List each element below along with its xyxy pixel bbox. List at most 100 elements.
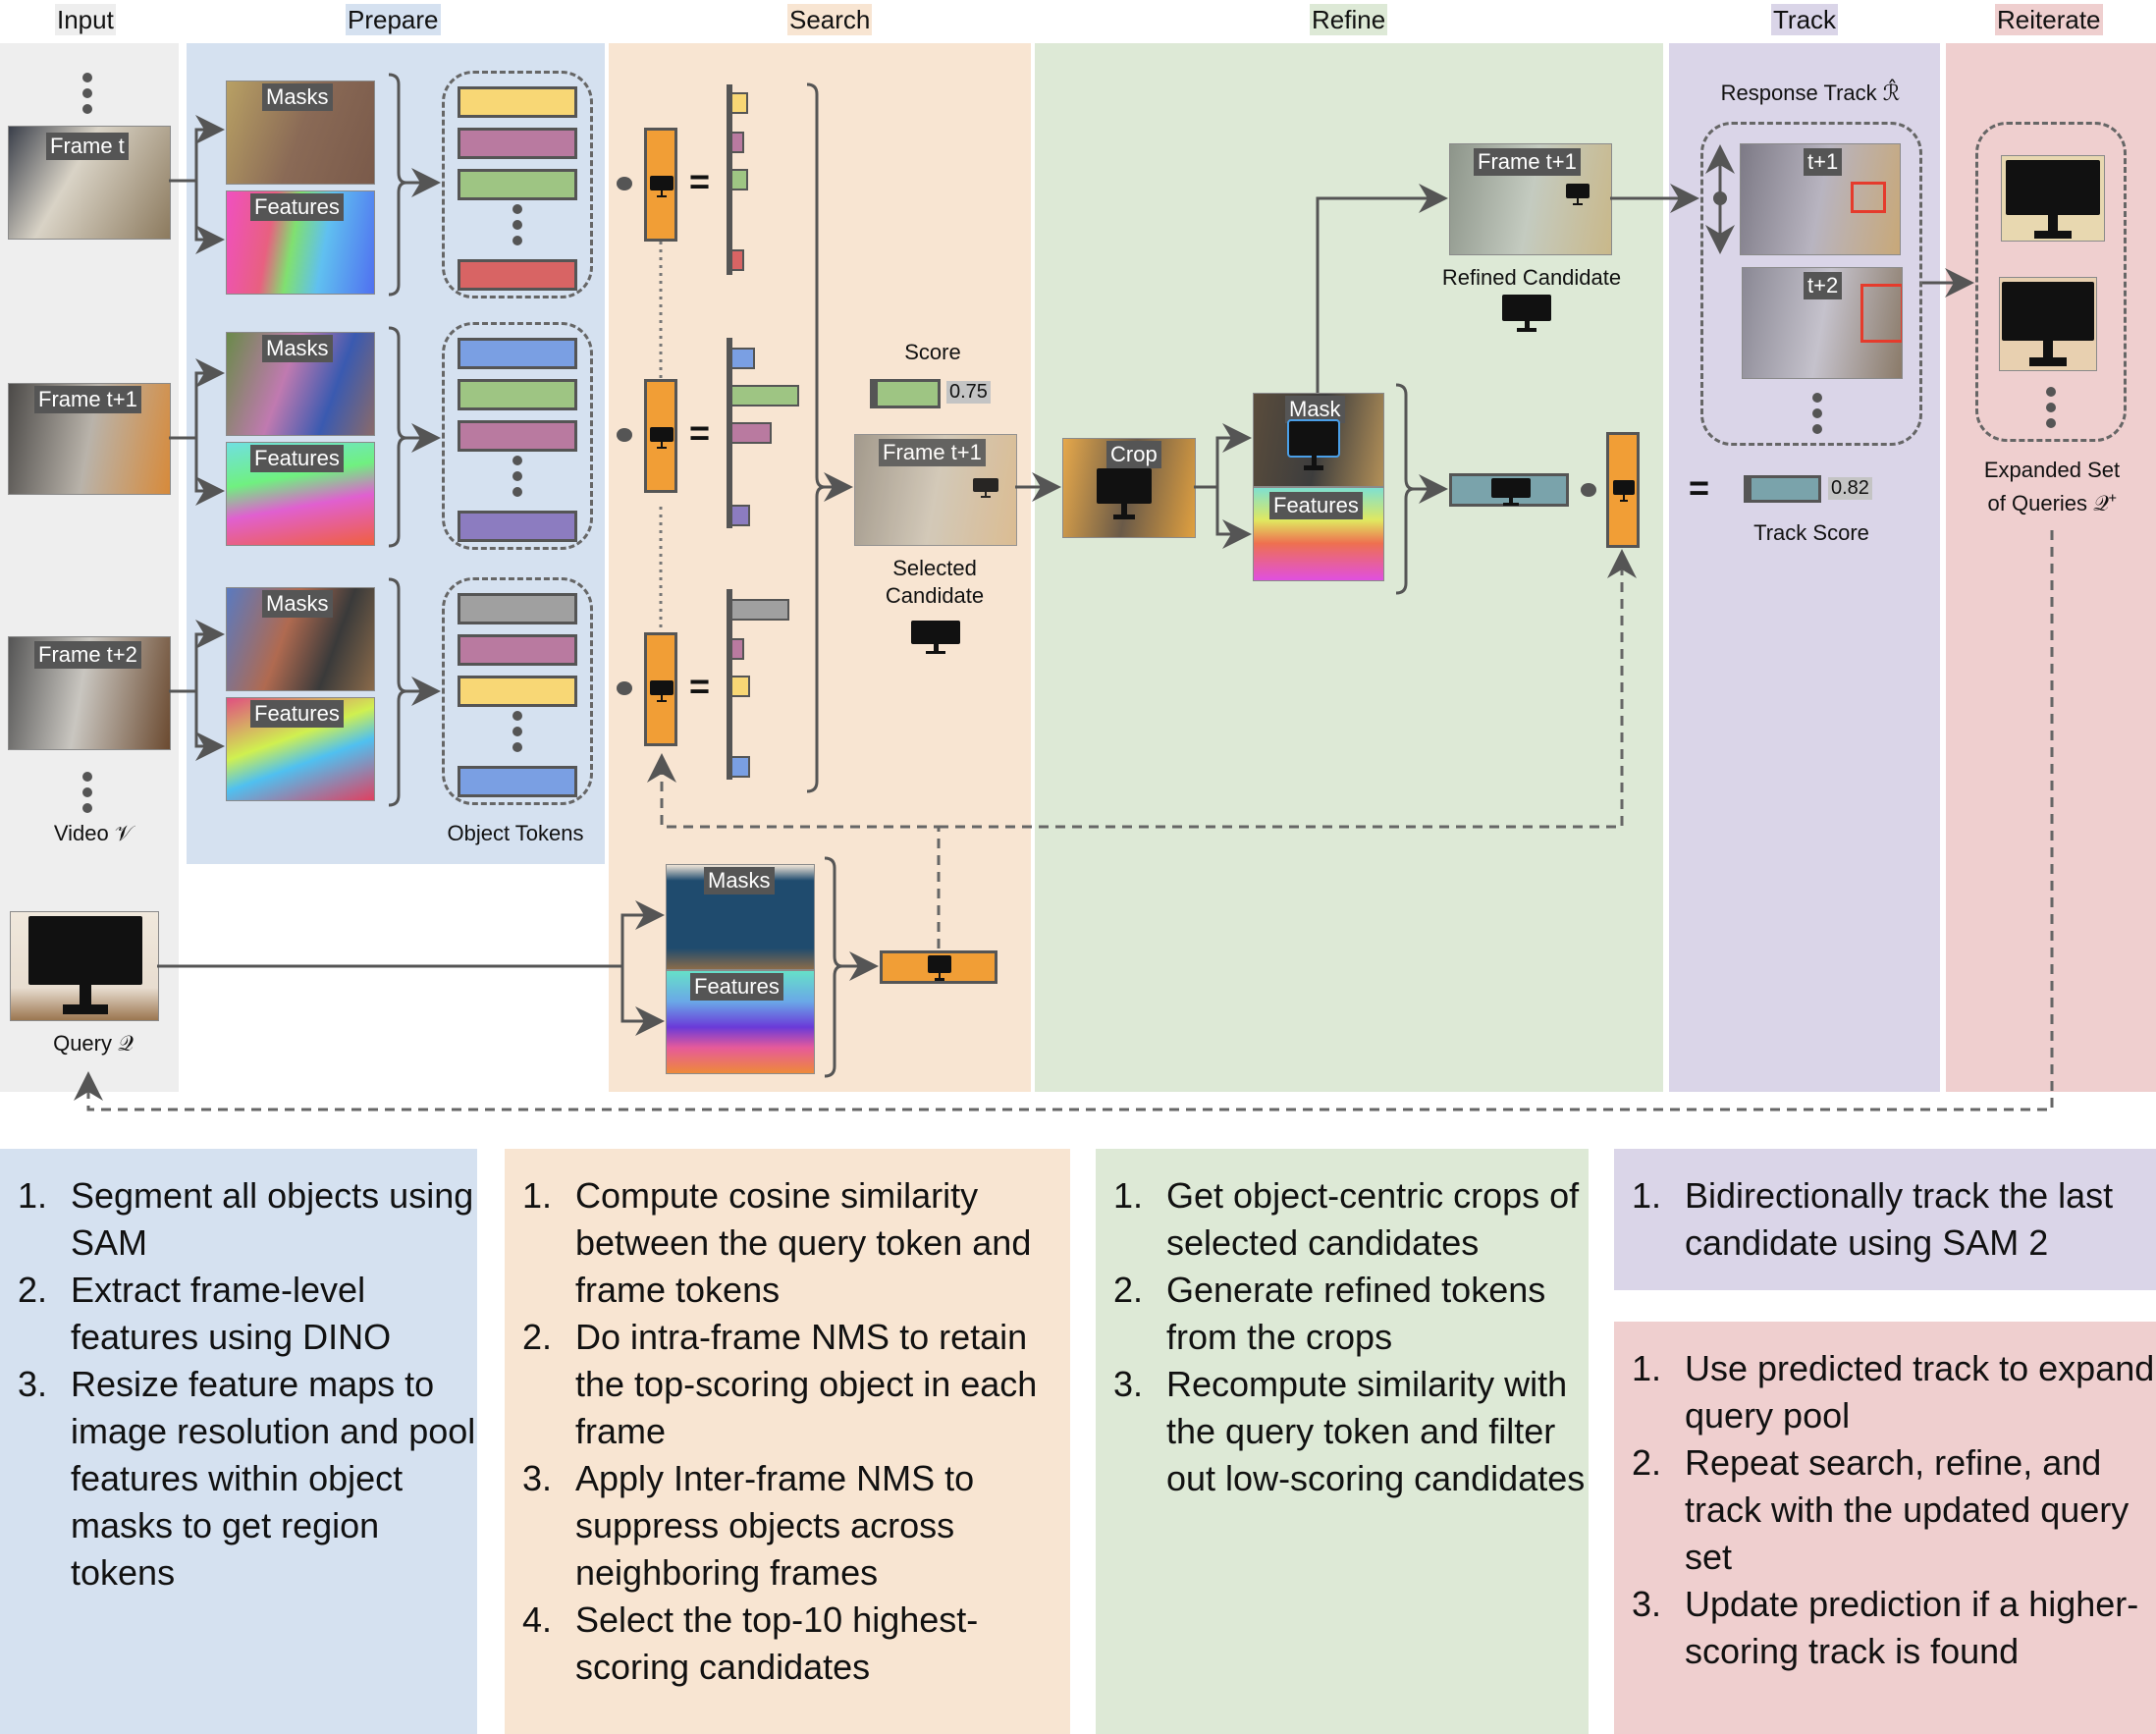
features-label: Features	[250, 193, 344, 221]
similarity-bar	[730, 756, 750, 778]
monitor-icon	[1613, 480, 1635, 502]
monitor-icon	[28, 916, 142, 1014]
expanded-queries-group	[1975, 122, 2127, 442]
refine-step: Recompute similarity with the query toke…	[1153, 1361, 1589, 1502]
ellipsis-icon	[512, 456, 522, 503]
ellipsis-icon	[512, 711, 522, 758]
similarity-bar	[730, 348, 755, 369]
features-label: Features	[250, 700, 344, 728]
features-label: Features	[250, 445, 344, 472]
refine-step: Generate refined tokens from the crops	[1153, 1267, 1589, 1361]
query-token	[880, 950, 997, 984]
selected-monitor-icon	[911, 621, 960, 654]
similarity-bar	[730, 676, 750, 697]
monitor-icon	[1287, 419, 1340, 470]
track-score-value: 0.82	[1828, 477, 1872, 500]
equals-sign: =	[1689, 467, 1710, 508]
monitor-icon	[650, 680, 674, 702]
track-step: Bidirectionally track the last candidate…	[1671, 1172, 2156, 1267]
dot-product-icon	[1581, 483, 1596, 497]
detection-box	[1860, 284, 1902, 343]
query-features-image: Features	[666, 970, 815, 1074]
masks-image: Masks	[226, 81, 375, 185]
dot-product-icon	[617, 681, 632, 695]
object-token	[458, 766, 577, 797]
reiterate-step: Repeat search, refine, and track with th…	[1671, 1439, 2156, 1581]
similarity-bar	[730, 505, 750, 526]
expanded-queries-label-2: of Queries 𝒬⁺	[1987, 491, 2117, 515]
object-tokens-label: Object Tokens	[447, 821, 584, 845]
object-token	[458, 338, 577, 369]
similarity-axis	[727, 338, 732, 528]
similarity-bar	[730, 169, 748, 190]
prepare-step: Resize feature maps to image resolution …	[57, 1361, 477, 1597]
similarity-bar	[730, 92, 748, 114]
masks-label: Masks	[262, 590, 333, 618]
track-frame-t1: t+1	[1740, 143, 1901, 255]
crop-image: Crop	[1062, 438, 1196, 538]
frame-label: Frame t	[46, 133, 129, 160]
search-description: Compute cosine similarity between the qu…	[505, 1149, 1070, 1734]
frame-label: Frame t+1	[879, 439, 986, 466]
monitor-icon	[1566, 184, 1590, 205]
masks-image: Masks	[226, 332, 375, 436]
reiterate-step: Update prediction if a higher-scoring tr…	[1671, 1581, 2156, 1675]
monitor-icon	[650, 176, 674, 197]
video-frame-t: Frame t	[8, 126, 171, 240]
equals-sign: =	[689, 161, 711, 201]
expanded-queries-label-1: Expanded Set	[1983, 458, 2121, 482]
similarity-axis	[727, 84, 732, 275]
monitor-icon	[650, 427, 674, 449]
monitor-icon	[2002, 282, 2094, 366]
selected-candidate-label-1: Selected	[892, 556, 977, 580]
object-token	[458, 593, 577, 624]
refine-features-image: Features	[1253, 487, 1384, 581]
features-image: Features	[226, 442, 375, 546]
refined-monitor-icon	[1502, 295, 1551, 332]
score-bar	[870, 379, 941, 408]
stage-header-input: Input	[55, 4, 116, 35]
object-token	[458, 259, 577, 291]
score-label: Score	[904, 340, 961, 364]
frame-label: Frame t+2	[34, 641, 141, 669]
score-value: 0.75	[946, 381, 991, 404]
video-frame-t1: Frame t+1	[8, 383, 171, 495]
detection-box	[1851, 182, 1886, 213]
masks-image: Masks	[226, 587, 375, 691]
query-token-vertical	[644, 632, 677, 746]
equals-sign: =	[689, 412, 711, 453]
ellipsis-icon	[82, 73, 92, 120]
similarity-bar	[730, 422, 772, 444]
object-token	[458, 676, 577, 707]
crop-label: Crop	[1106, 441, 1161, 468]
similarity-bar	[730, 249, 744, 271]
frame-label: t+1	[1804, 148, 1843, 176]
refine-description: Get object-centric crops of selected can…	[1096, 1149, 1589, 1734]
query-token-vertical	[1606, 432, 1640, 548]
search-step: Do intra-frame NMS to retain the top-sco…	[562, 1314, 1070, 1455]
stage-header-search: Search	[787, 4, 873, 35]
ellipsis-icon	[1812, 393, 1822, 440]
query-label: Query 𝒬	[53, 1031, 134, 1056]
selected-candidate-label-2: Candidate	[885, 583, 985, 608]
object-token	[458, 379, 577, 410]
similarity-bar	[730, 599, 789, 621]
arrow	[157, 900, 665, 968]
monitor-icon	[973, 478, 998, 498]
dot-product-icon	[617, 428, 632, 442]
monitor-icon	[1097, 468, 1152, 519]
track-score-bar	[1744, 475, 1821, 503]
stage-header-prepare: Prepare	[346, 4, 441, 35]
response-track-group	[1700, 122, 1922, 446]
prepare-step: Segment all objects using SAM	[57, 1172, 477, 1267]
dot-product-icon	[617, 177, 632, 190]
frame-label: Frame t+1	[34, 386, 141, 413]
search-step: Apply Inter-frame NMS to suppress object…	[562, 1455, 1070, 1597]
search-step: Select the top-10 highest-scoring candid…	[562, 1597, 1070, 1691]
prepare-step: Extract frame-level features using DINO	[57, 1267, 477, 1361]
features-image: Features	[226, 190, 375, 295]
query-masks-image: Masks	[666, 864, 815, 970]
frame-label: Frame t+1	[1474, 148, 1581, 176]
prepare-description: Segment all objects using SAMExtract fra…	[0, 1149, 477, 1734]
video-label: Video 𝒱	[53, 821, 134, 845]
